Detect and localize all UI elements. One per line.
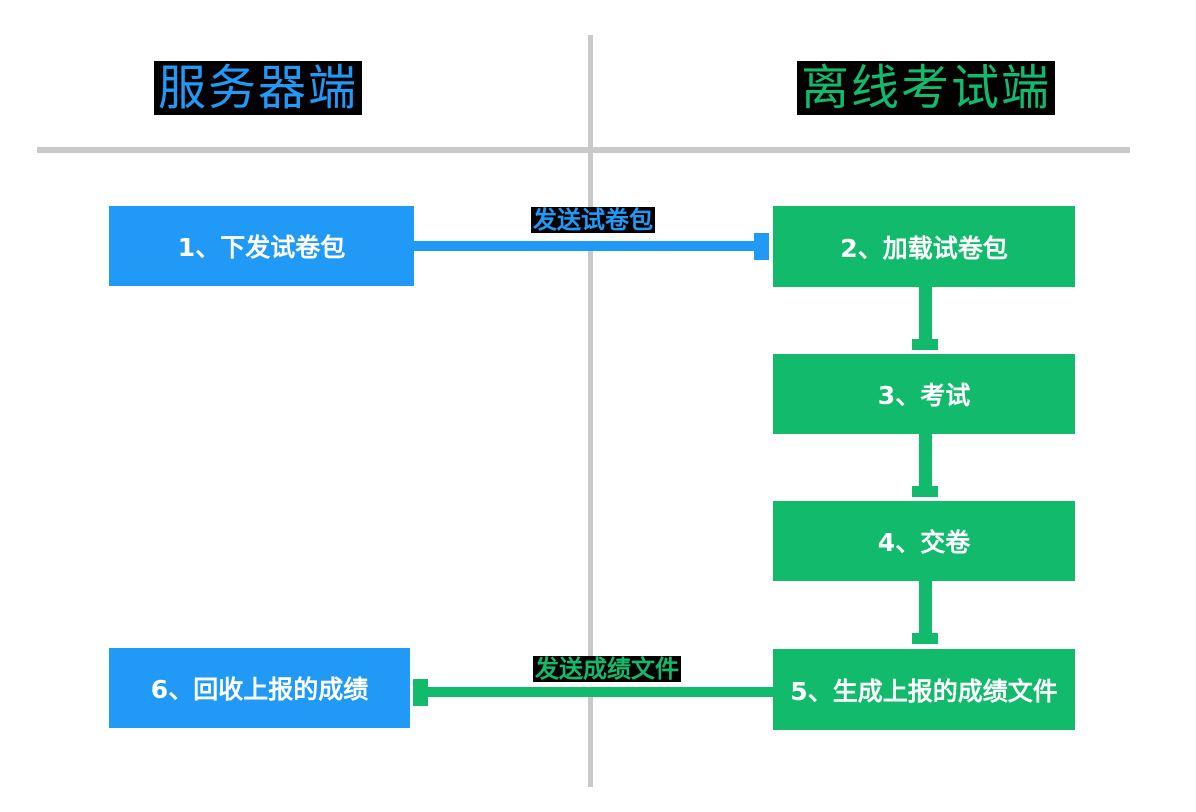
connector-4-5-arrowhead-icon [912, 633, 938, 644]
connector-3-4-arrowhead-icon [912, 486, 938, 497]
flow-node-6-collect-scores: 6、回收上报的成绩 [109, 648, 410, 728]
connector-2-3-line [919, 287, 932, 339]
send-score-arrowhead-icon [413, 679, 428, 706]
server-column-title: 服务器端 [153, 61, 363, 115]
flow-node-5-generate-score-file: 5、生成上报的成绩文件 [773, 649, 1075, 730]
header-divider-horizontal [37, 147, 1130, 153]
send-score-arrow-line [428, 687, 773, 697]
connector-3-4-line [919, 434, 932, 486]
offline-column-title: 离线考试端 [796, 61, 1056, 115]
edge-label-send-paper: 发送试卷包 [531, 206, 655, 234]
connector-4-5-line [919, 581, 932, 633]
connector-2-3-arrowhead-icon [912, 339, 938, 350]
edge-label-send-score: 发送成绩文件 [533, 655, 681, 683]
flow-node-4-submit-paper: 4、交卷 [773, 501, 1075, 581]
divider-mask-bottom [585, 681, 596, 688]
flow-node-3-exam: 3、考试 [773, 354, 1075, 434]
column-divider-vertical [588, 35, 593, 787]
flow-node-1-distribute-paper-package: 1、下发试卷包 [109, 206, 414, 286]
send-paper-arrow-line [414, 241, 754, 251]
send-paper-arrowhead-icon [754, 233, 769, 260]
flow-node-2-load-paper-package: 2、加载试卷包 [773, 206, 1075, 287]
divider-mask-top [585, 231, 596, 242]
